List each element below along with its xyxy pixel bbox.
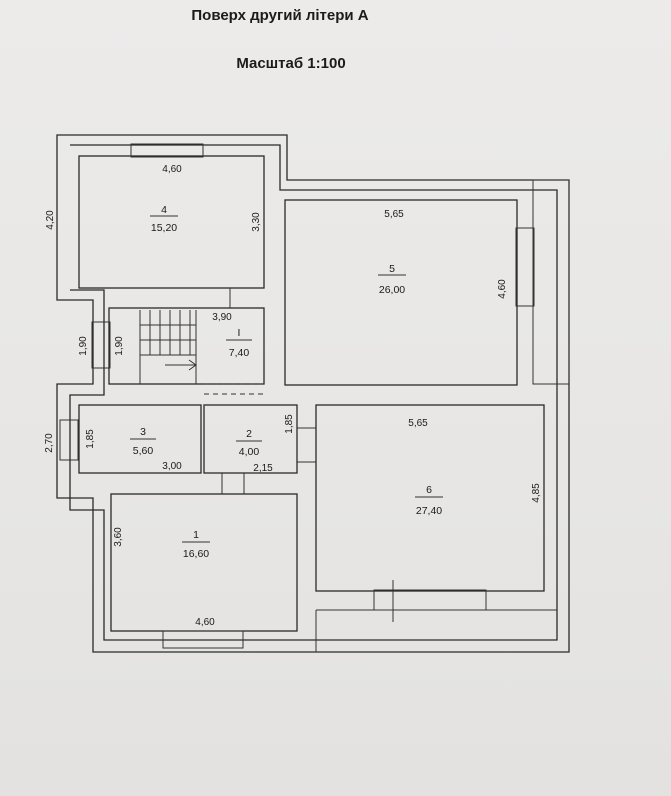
dim-room5-height: 4,60 — [497, 279, 508, 299]
window-room-3 — [59, 419, 79, 461]
svg-text:15,20: 15,20 — [151, 222, 177, 234]
room-6-outline — [315, 404, 545, 592]
dim-outer-left-low: 2,70 — [44, 433, 55, 453]
dim-room2-height: 1,85 — [284, 414, 295, 434]
plan-title: Поверх другий літери А — [191, 7, 369, 24]
room-label-6: 6 27,40 — [415, 484, 443, 517]
dim-roomI-height: 1,90 — [114, 336, 125, 356]
window-room-4 — [130, 143, 204, 158]
room-label-2: 2 4,00 — [236, 428, 262, 458]
room-4-outline — [78, 155, 265, 289]
svg-text:2: 2 — [246, 428, 252, 440]
svg-text:5: 5 — [389, 263, 395, 275]
dim-room5-width: 5,65 — [384, 209, 404, 220]
svg-text:7,40: 7,40 — [229, 347, 250, 359]
svg-text:3: 3 — [140, 426, 146, 438]
dim-room3-width: 3,00 — [162, 461, 182, 472]
svg-text:I: I — [238, 327, 241, 339]
window-room-6 — [373, 589, 487, 611]
svg-text:16,60: 16,60 — [183, 548, 209, 560]
svg-text:27,40: 27,40 — [416, 505, 442, 517]
svg-text:4: 4 — [161, 204, 167, 216]
svg-text:1: 1 — [193, 529, 199, 541]
dim-room3-height: 1,85 — [85, 429, 96, 449]
dim-room4-height: 3,30 — [251, 212, 262, 232]
inner-outline — [69, 144, 558, 641]
svg-text:4,00: 4,00 — [239, 446, 260, 458]
dim-room6-height: 4,85 — [531, 483, 542, 503]
dim-outer-left-top: 4,20 — [45, 210, 56, 230]
room-2-outline — [203, 404, 298, 474]
stair-arrow — [165, 359, 197, 371]
room-I-outline — [108, 307, 265, 385]
room-label-3: 3 5,60 — [130, 426, 156, 457]
svg-text:6: 6 — [426, 484, 432, 496]
window-stair — [91, 321, 111, 369]
dim-room2-width: 2,15 — [253, 463, 273, 474]
dim-room1-height: 3,60 — [113, 527, 124, 547]
corridor-right — [532, 179, 570, 385]
plan-scale: Масштаб 1:100 — [236, 55, 346, 72]
room-1-outline — [110, 493, 298, 632]
room-5-outline — [284, 199, 518, 386]
room-label-I: I 7,40 — [226, 327, 252, 359]
dim-room1-width: 4,60 — [195, 617, 215, 628]
dim-roomI-width: 3,90 — [212, 312, 232, 323]
stair-steps — [139, 310, 197, 384]
svg-text:5,60: 5,60 — [133, 445, 154, 457]
dim-room4-width: 4,60 — [162, 164, 182, 175]
dim-room6-width: 5,65 — [408, 418, 428, 429]
dim-outer-left-mid: 1,90 — [78, 336, 89, 356]
room-3-outline — [78, 404, 202, 474]
svg-text:26,00: 26,00 — [379, 284, 405, 296]
outer-wall — [56, 134, 570, 653]
window-room-5 — [515, 227, 535, 307]
room-label-1: 1 16,60 — [182, 529, 210, 560]
room-label-4: 4 15,20 — [150, 204, 178, 234]
window-room-1 — [162, 630, 244, 649]
room-label-5: 5 26,00 — [378, 263, 406, 296]
